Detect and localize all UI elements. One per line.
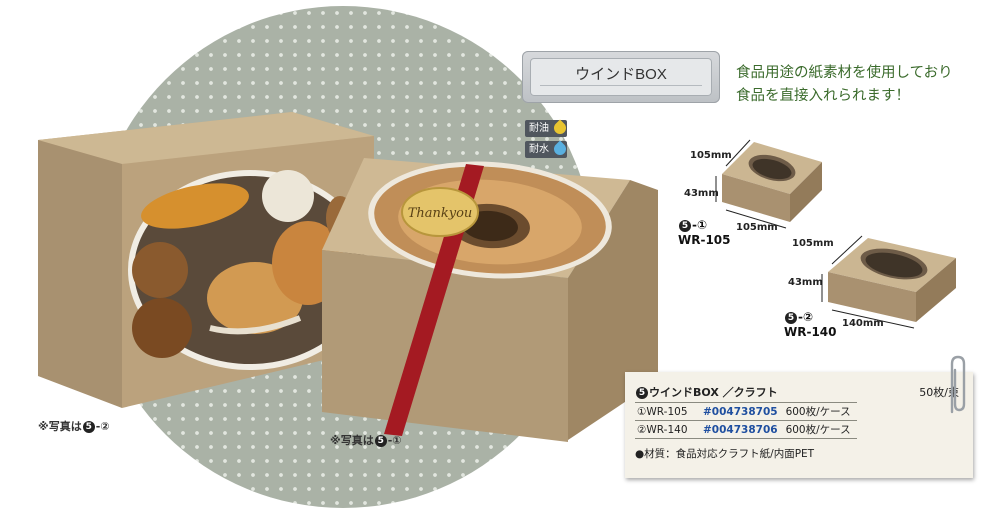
spec-row-code: #004738706	[701, 420, 784, 439]
spec-row-qty: 600枚/ケース	[783, 402, 857, 421]
oil-resistant-label: 耐油	[529, 123, 549, 134]
spec-row-qty: 600枚/ケース	[783, 420, 857, 439]
title-plate-rule	[540, 85, 702, 86]
caption-right-suffix: -①	[387, 434, 402, 447]
model-label-wr140: 5-② WR-140	[784, 310, 837, 340]
model-wr105-sub: -①	[692, 218, 708, 232]
paper-clip-icon	[950, 355, 966, 414]
spec-row-model: ②WR-140	[635, 420, 701, 439]
photo-box-wr105-baumkuchen: Thankyou	[322, 158, 658, 442]
spec-row-code: #004738705	[701, 402, 784, 421]
caption-left-number: 5	[82, 421, 95, 433]
model-wr140-sub: -②	[798, 310, 814, 324]
caption-left-suffix: -②	[95, 420, 110, 433]
caption-left-prefix: ※写真は	[38, 420, 82, 433]
water-resistant-label: 耐水	[529, 144, 549, 155]
model-wr140-number: 5	[785, 311, 797, 324]
dim-wr140-width: 140mm	[842, 318, 884, 329]
dim-wr140-top: 105mm	[792, 238, 834, 249]
model-wr105-number: 5	[679, 219, 691, 232]
dim-wr105-top: 105mm	[690, 150, 732, 161]
spec-number: 5	[636, 387, 648, 399]
diagram-box-wr105	[715, 139, 822, 229]
model-label-wr105: 5-① WR-105	[678, 218, 731, 248]
tagline: 食品用途の紙素材を使用しており 食品を直接入れられます！	[736, 62, 953, 108]
spec-heading-text: ウインドBOX ／クラフト	[649, 386, 778, 399]
spec-row: ②WR-140 #004738706 600枚/ケース	[635, 420, 857, 439]
model-wr140-name: WR-140	[784, 325, 837, 339]
title-plate-inner: ウインドBOX	[530, 58, 712, 96]
caption-right-prefix: ※写真は	[330, 434, 374, 447]
diagram-box-wr140	[821, 235, 956, 329]
tagline-line-1: 食品用途の紙素材を使用しており	[736, 65, 953, 81]
dim-wr105-width: 105mm	[736, 222, 778, 233]
thankyou-seal-label: Thankyou	[408, 206, 473, 221]
dim-wr105-depth: 43mm	[684, 188, 719, 199]
spec-table: ①WR-105 #004738705 600枚/ケース ②WR-140 #004…	[635, 402, 857, 439]
caption-right-number: 5	[374, 435, 387, 447]
dim-wr140-depth: 43mm	[788, 277, 823, 288]
product-title: ウインドBOX	[575, 66, 667, 83]
spec-row-model: ①WR-105	[635, 402, 701, 421]
spec-material: ●材質：食品対応クラフト紙/内面PET	[635, 448, 815, 460]
model-wr105-name: WR-105	[678, 233, 731, 247]
product-title-plate: ウインドBOX	[522, 51, 720, 103]
spec-pack-unit: 50枚/束	[919, 386, 959, 399]
tagline-line-2: 食品を直接入れられます！	[736, 88, 910, 104]
spec-row: ①WR-105 #004738705 600枚/ケース	[635, 402, 857, 421]
